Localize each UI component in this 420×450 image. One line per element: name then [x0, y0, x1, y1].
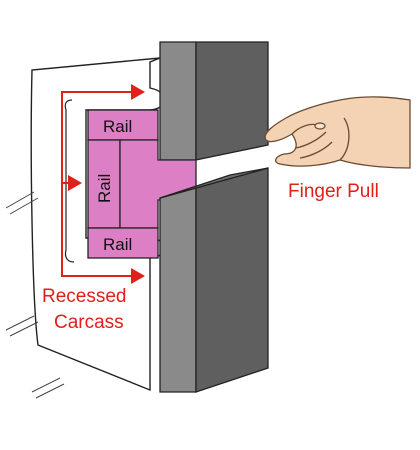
- break-lines: [5, 191, 65, 399]
- rail-bottom: [87, 227, 159, 259]
- pinching-hand-icon: [264, 96, 411, 169]
- rail-top: [87, 109, 159, 141]
- rail-assembly: [87, 109, 197, 259]
- finger-pull-label: Finger Pull: [288, 181, 379, 202]
- recessed-label: Recessed: [42, 286, 127, 307]
- rail-top-label: Rail: [103, 117, 132, 136]
- lower-door: [159, 167, 269, 393]
- rail-bottom-label: Rail: [103, 235, 132, 254]
- recess-arrows: [61, 84, 145, 284]
- rail-middle-label: Rail: [95, 174, 114, 203]
- carcass-inner-edge: [64, 99, 75, 263]
- carcass-label: Carcass: [54, 312, 124, 333]
- upper-door: [159, 41, 269, 161]
